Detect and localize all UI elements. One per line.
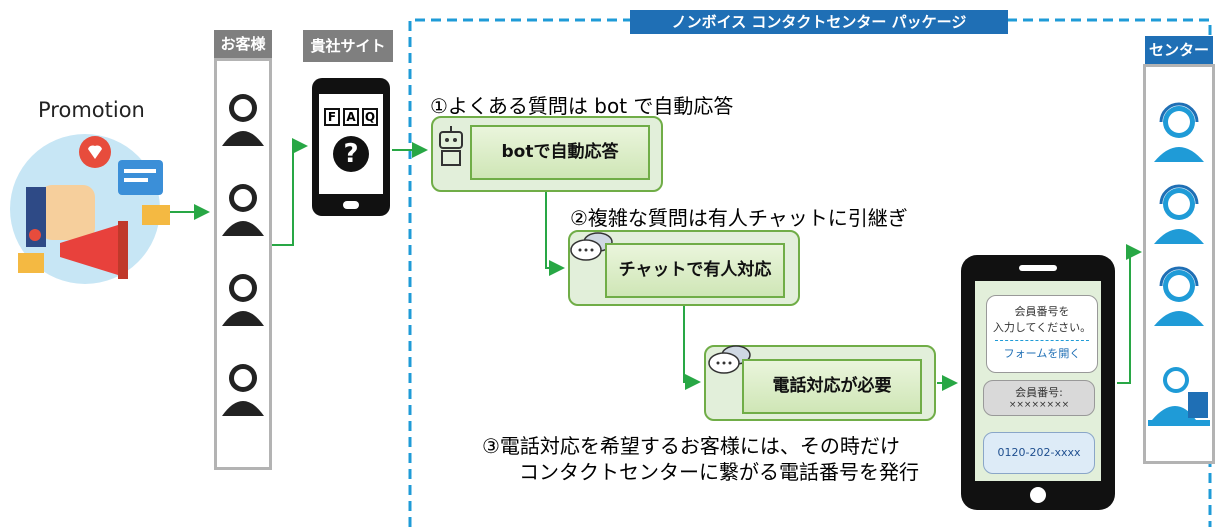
customer-icons (222, 94, 264, 416)
mail-icon (142, 205, 170, 225)
promotion-label: Promotion (38, 98, 145, 122)
center-header: センター (1145, 36, 1213, 64)
operator-icon (1154, 184, 1204, 244)
open-form-link[interactable]: フォームを開く (1003, 347, 1081, 360)
arrow-chat-to-phone (683, 306, 701, 390)
package-banner: ノンボイス コンタクトセンター パッケージ (630, 10, 1008, 34)
package-title: ノンボイス コンタクトセンター パッケージ (671, 13, 967, 31)
customers-header: お客様 (214, 30, 272, 58)
phone-bubble-3: 0120-202-xxxx (983, 432, 1095, 474)
megaphone-icon (60, 225, 118, 275)
arrow-customers-to-site (272, 138, 308, 246)
customer-icon (222, 184, 264, 236)
site-phone: F A Q ? (312, 78, 390, 216)
step2-label: チャットで有人対応 (605, 243, 785, 298)
operator-icon (1154, 266, 1204, 326)
customer-icon (222, 94, 264, 146)
step1-caption: ①よくある質問は bot で自動応答 (430, 94, 734, 118)
chat-icon (118, 160, 163, 195)
arrow-mobile-to-center (1117, 244, 1142, 384)
operator-icon (1154, 102, 1204, 162)
arrow-bot-to-chat (545, 192, 565, 276)
phone-bubble-1: 会員番号を 入力してください。 フォームを開く (986, 295, 1098, 373)
step3-label: 電話対応が必要 (742, 359, 922, 414)
step1-label: botで自動応答 (470, 125, 650, 180)
promotion-illustration (10, 134, 170, 284)
site-header: 貴社サイト (303, 30, 393, 62)
robot-icon (439, 126, 463, 166)
phone-bubble-2: 会員番号: ×××××××× (983, 380, 1095, 416)
step2-caption: ②複雑な質問は有人チャットに引継ぎ (570, 206, 908, 230)
home-button (1030, 487, 1046, 503)
operator-icons (1148, 102, 1210, 426)
question-icon: ? (333, 136, 369, 172)
customer-icon (222, 364, 264, 416)
step3-caption-line2: コンタクトセンターに繋がる電話番号を発行 (519, 460, 919, 484)
operator-at-desk-icon (1148, 367, 1210, 426)
step3-caption-line1: ③電話対応を希望するお客様には、その時だけ (482, 434, 900, 458)
faq-letters: F A Q (324, 108, 378, 126)
thumbs-up-icon (40, 185, 95, 240)
customer-icon (222, 274, 264, 326)
